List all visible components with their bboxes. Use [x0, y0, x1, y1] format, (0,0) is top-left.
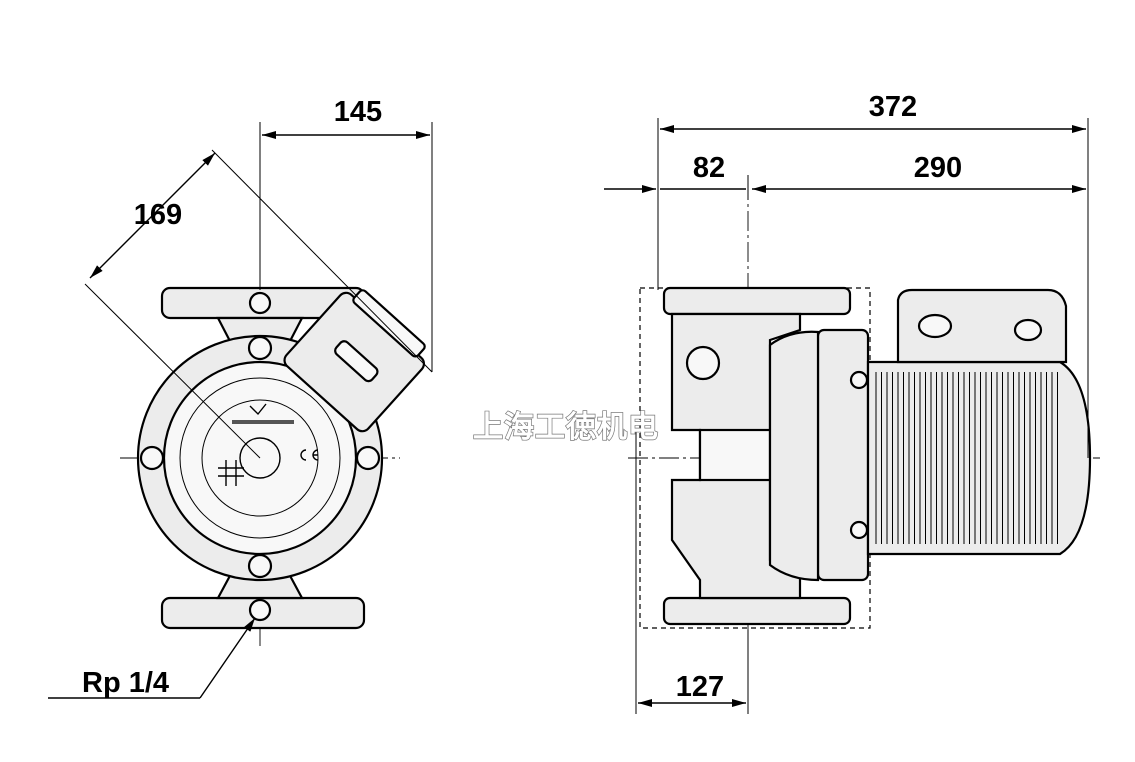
brand-logo-icon [232, 403, 294, 424]
flange-bolt-lower [849, 520, 869, 540]
dimension-145: 145 [259, 96, 433, 372]
dimension-127: 127 [635, 430, 749, 714]
upper-bolt-hole [247, 335, 273, 361]
dimension-372: 372 [657, 91, 1089, 458]
dimension-82-290: 82 290 [604, 152, 1086, 200]
dim-169-label: 169 [134, 199, 182, 231]
cable-entry-icon [334, 340, 379, 383]
speed-selector-icon [218, 460, 244, 486]
motor-casing [866, 360, 1092, 556]
dimension-169: 169 [84, 149, 433, 459]
motor-face-ring [179, 377, 341, 539]
lower-bolt-hole [247, 553, 273, 579]
watermark-text: 上海工徳机电 [473, 410, 659, 445]
side-view [628, 180, 1100, 710]
ce-mark-icon [300, 449, 319, 461]
side-bottom-flange [662, 596, 852, 626]
right-bolt-hole [355, 445, 381, 471]
cooling-fins [875, 372, 1058, 544]
dim-290-label: 290 [914, 152, 962, 184]
side-terminal-box [896, 288, 1068, 364]
connection-leader: Rp 1/4 [48, 617, 256, 699]
dim-145-label: 145 [334, 96, 382, 128]
inner-ring [201, 399, 319, 517]
shaft-channel [698, 428, 772, 482]
dim-372-label: 372 [869, 91, 917, 123]
flange-bolt-upper [849, 370, 869, 390]
left-bolt-hole [139, 445, 165, 471]
front-view [120, 130, 426, 650]
dim-82-label: 82 [693, 152, 725, 184]
motor-adapter [768, 330, 820, 582]
side-top-flange [662, 286, 852, 316]
connection-label: Rp 1/4 [82, 667, 169, 699]
top-flange-hole [248, 291, 272, 315]
cable-gland-right [1013, 318, 1043, 342]
center-plug [239, 437, 281, 479]
side-port-hole [685, 345, 721, 381]
bottom-flange-hole [248, 598, 272, 622]
motor-flange-plate [816, 328, 870, 582]
terminal-box [283, 289, 426, 433]
dim-127-label: 127 [676, 671, 724, 703]
cable-gland-left [917, 313, 953, 339]
